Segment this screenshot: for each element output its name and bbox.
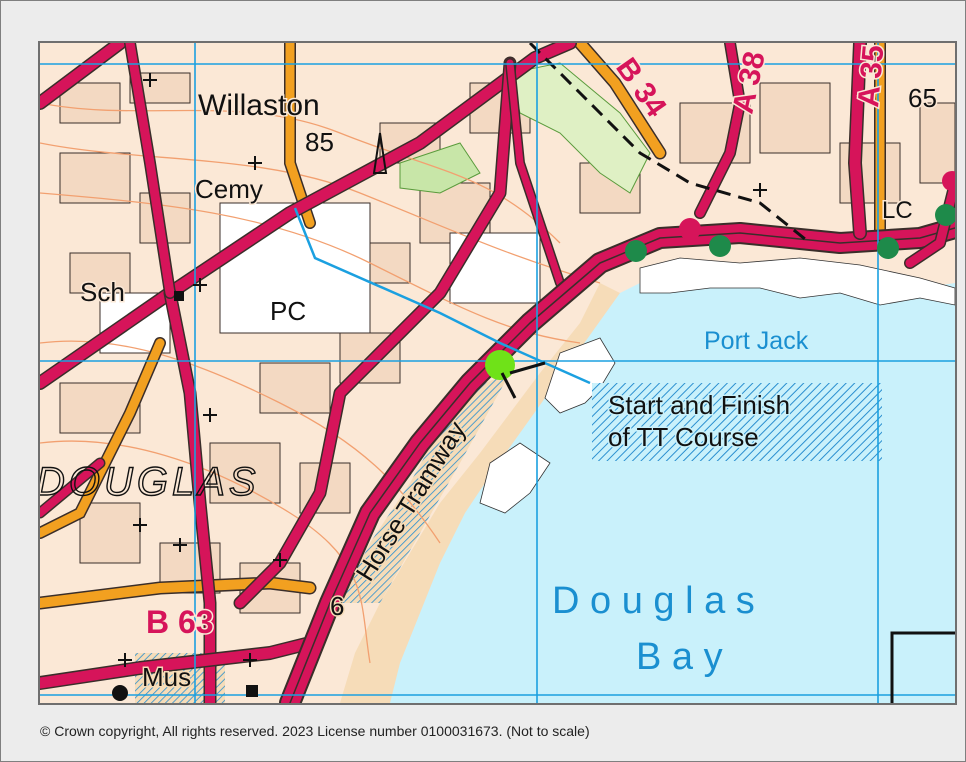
tramway-hatch — [340, 373, 510, 603]
start-finish-hatch — [592, 383, 882, 461]
waypoint-dot — [935, 204, 955, 226]
label-road-a35: A 35 — [852, 44, 890, 109]
label-mus: Mus — [142, 662, 191, 692]
label-spot-65: 65 — [908, 83, 937, 113]
label-spot-height-85: 85 — [305, 127, 334, 157]
label-num-6: 6 — [330, 591, 344, 621]
label-port-jack: Port Jack — [704, 327, 809, 355]
church-symbol — [174, 291, 184, 301]
rocks-mid — [479, 442, 551, 514]
map-symbols — [118, 73, 767, 667]
label-cemy: Cemy — [195, 174, 263, 204]
waypoint-dot — [877, 237, 899, 259]
label-lc: LC — [882, 197, 913, 224]
woodland — [509, 62, 651, 194]
waypoint-dot-red — [679, 218, 701, 240]
open-space-pc — [219, 202, 371, 334]
map-canvas: Willaston 85 Cemy Sch PC Port Jack Start… — [40, 43, 955, 703]
waypoint-dot — [625, 240, 647, 262]
sea-area — [390, 273, 955, 703]
location-marker[interactable] — [485, 350, 515, 380]
label-douglas-town: DOUGLAS — [40, 460, 260, 504]
label-pc: PC — [270, 296, 306, 326]
start-line-symbol — [500, 361, 546, 399]
waypoint-dot-red — [942, 171, 955, 191]
primary-roads — [40, 43, 955, 703]
triangulation-symbol — [372, 132, 388, 174]
rocks-north — [639, 257, 955, 306]
label-start-finish-1: Start and Finish — [608, 390, 790, 420]
museum-symbol — [112, 685, 128, 701]
label-douglas-bay-1: D o u g l a s — [552, 580, 755, 622]
ordnance-survey-map[interactable]: Willaston 85 Cemy Sch PC Port Jack Start… — [38, 41, 957, 705]
label-start-finish-2: of TT Course — [608, 422, 759, 452]
woodland-2 — [399, 142, 481, 194]
railway-line — [528, 43, 811, 245]
waypoints — [625, 171, 955, 262]
tt-route-line — [293, 207, 591, 385]
museum-symbol-2 — [246, 685, 258, 697]
copyright-caption: © Crown copyright, All rights reserved. … — [40, 723, 590, 739]
label-willaston: Willaston — [198, 89, 320, 122]
label-douglas-bay-2: B a y — [636, 636, 723, 678]
waypoint-dot — [709, 235, 731, 257]
label-sch: Sch — [80, 277, 125, 307]
pier-outline — [890, 631, 955, 703]
label-road-b63: B 63 — [146, 604, 214, 640]
